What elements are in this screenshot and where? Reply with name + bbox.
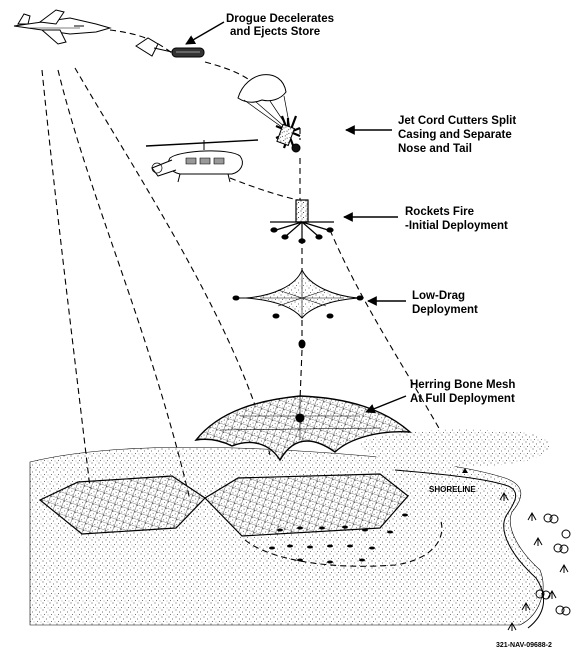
jetcord-label-line3: Nose and Tail: [398, 143, 472, 155]
rockets-label-line1: Rockets Fire: [405, 206, 474, 218]
figure-id-label: 321-NAV-09688-2: [496, 642, 552, 649]
label-jet-cord: Jet Cord Cutters Split Casing and Separa…: [346, 115, 516, 155]
drogue-store-icon: [136, 38, 204, 57]
low-drag-net-icon: [233, 270, 363, 348]
drogue-label-line1: Drogue Decelerates: [226, 13, 334, 25]
label-low-drag: Low-Drag Deployment: [368, 290, 478, 316]
rocket-deployment-icon: [270, 200, 334, 243]
shoreline-label: SHORELINE: [429, 485, 476, 494]
lowdrag-label-line2: Deployment: [412, 304, 478, 316]
label-mesh: Herring Bone Mesh At Full Deployment: [366, 379, 515, 412]
helicopter-icon: [146, 140, 258, 182]
lowdrag-label-line1: Low-Drag: [412, 290, 465, 302]
jet-aircraft-icon: [14, 10, 110, 44]
mesh-label-line1: Herring Bone Mesh: [410, 379, 515, 391]
drogue-label-line2: and Ejects Store: [230, 26, 320, 38]
rockets-label-line2: -Initial Deployment: [405, 220, 508, 232]
jetcord-label-line1: Jet Cord Cutters Split: [398, 115, 516, 127]
deployed-net-right: [205, 474, 408, 536]
mesh-label-line2: At Full Deployment: [410, 393, 515, 405]
jetcord-label-line2: Casing and Separate: [398, 129, 512, 141]
label-drogue: Drogue Decelerates and Ejects Store: [186, 13, 334, 44]
label-rockets: Rockets Fire -Initial Deployment: [344, 206, 508, 232]
